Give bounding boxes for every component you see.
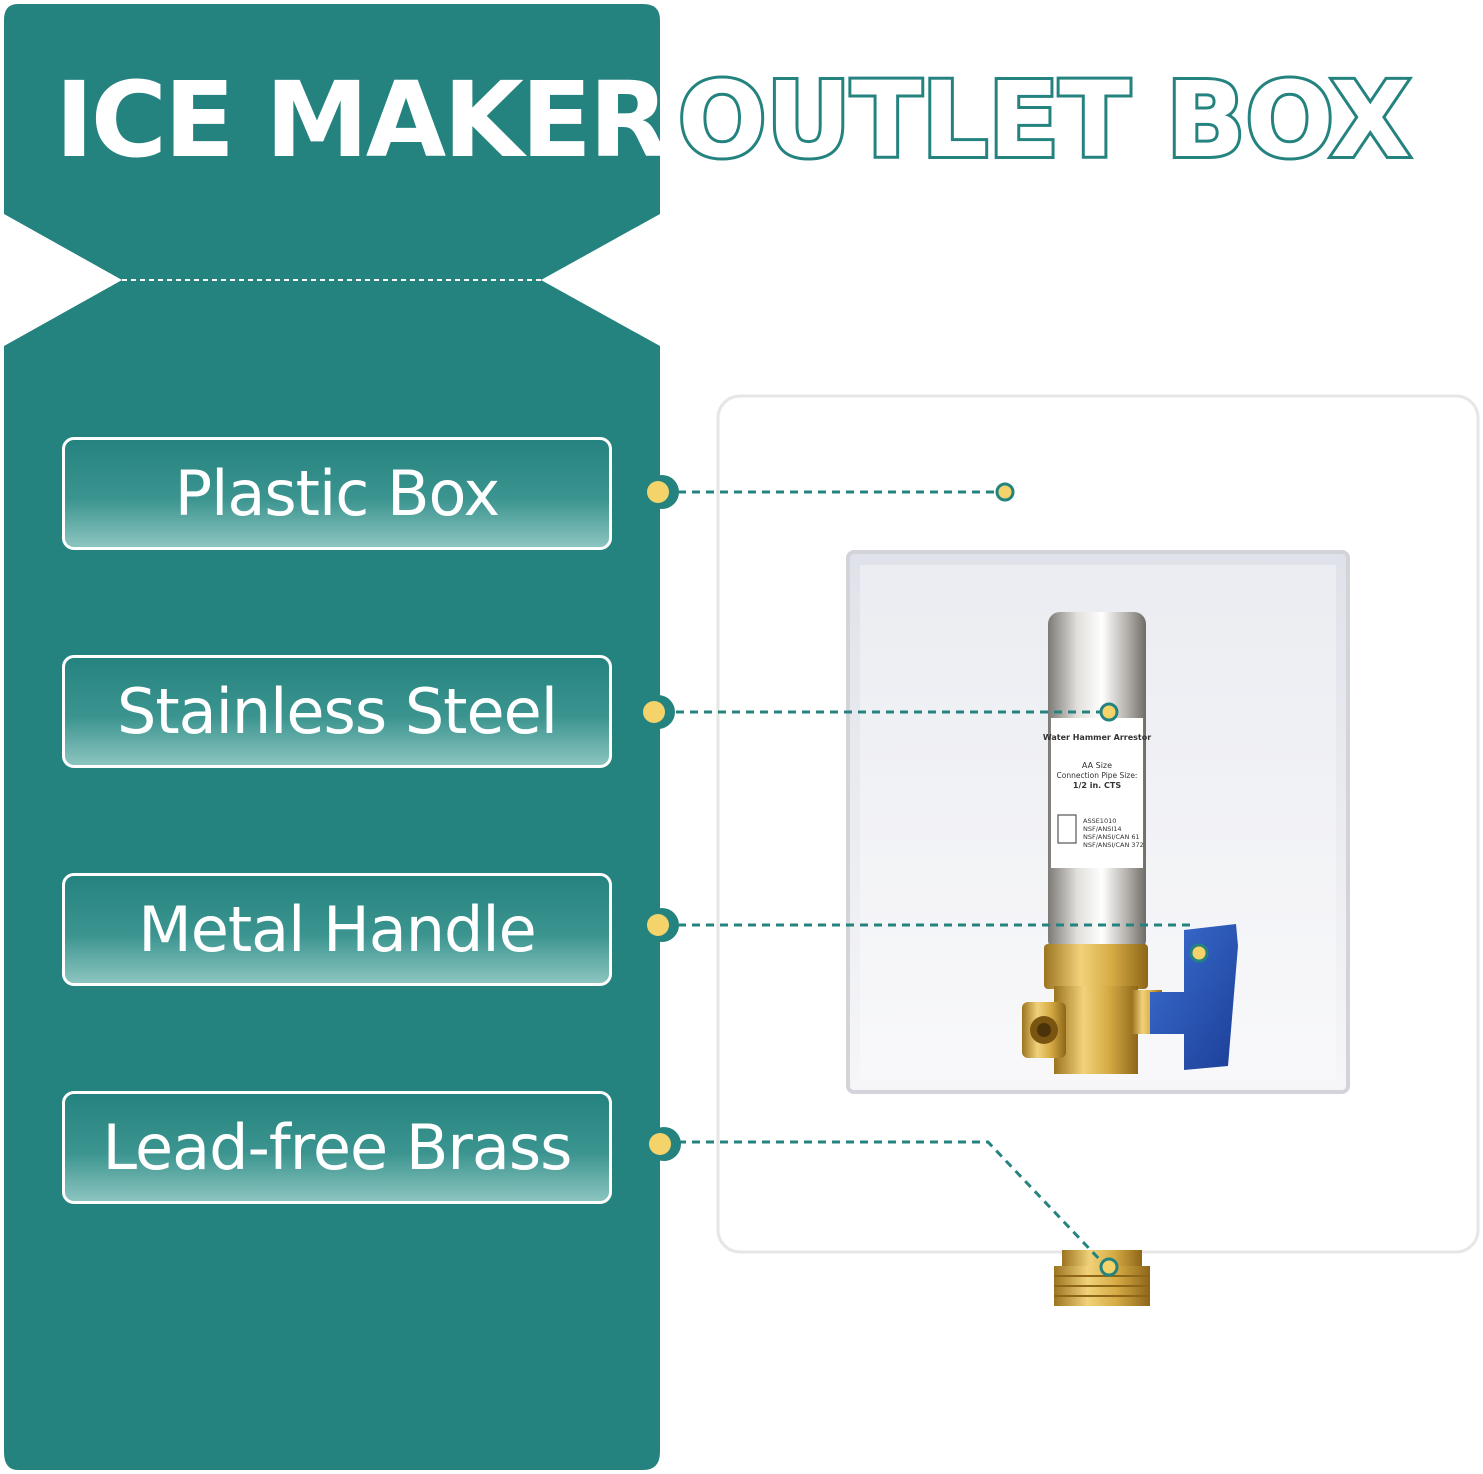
- title-ice-maker: ICE MAKER: [55, 59, 669, 181]
- arrestor-sticker-text: Water Hammer Arrestor AA Size Connection…: [1043, 733, 1151, 849]
- brass-nut: [1044, 944, 1148, 989]
- sticker-pipe: 1/2 in. CTS: [1073, 781, 1121, 790]
- sticker-name: Water Hammer Arrestor: [1043, 733, 1151, 742]
- sticker-size: AA Size: [1082, 761, 1112, 770]
- brass-thread-nut: [1062, 1250, 1142, 1268]
- certification-mark: [1057, 814, 1077, 844]
- sticker-cert-1: ASSE1010: [1083, 817, 1116, 825]
- callout-plastic-box: Plastic Box: [62, 437, 612, 550]
- sticker-connection: Connection Pipe Size:: [1057, 771, 1138, 780]
- callout-leaders: [676, 490, 1190, 1264]
- callout-lead-free-brass: Lead-free Brass: [62, 1091, 612, 1204]
- sticker-cert-2: NSF/ANSI14: [1083, 825, 1122, 833]
- sticker-cert-4: NSF/ANSI/CAN 372: [1083, 841, 1144, 849]
- sticker-cert-3: NSF/ANSI/CAN 61: [1083, 833, 1140, 841]
- blue-handle: [1150, 924, 1238, 1070]
- callout-dots: [641, 475, 681, 1161]
- callout-metal-handle: Metal Handle: [62, 873, 612, 986]
- title-outlet-box: OUTLET BOX: [675, 57, 1413, 183]
- callout-stainless-steel: Stainless Steel: [62, 655, 612, 768]
- target-dots: [995, 482, 1209, 1277]
- brass-body: [1054, 986, 1138, 1074]
